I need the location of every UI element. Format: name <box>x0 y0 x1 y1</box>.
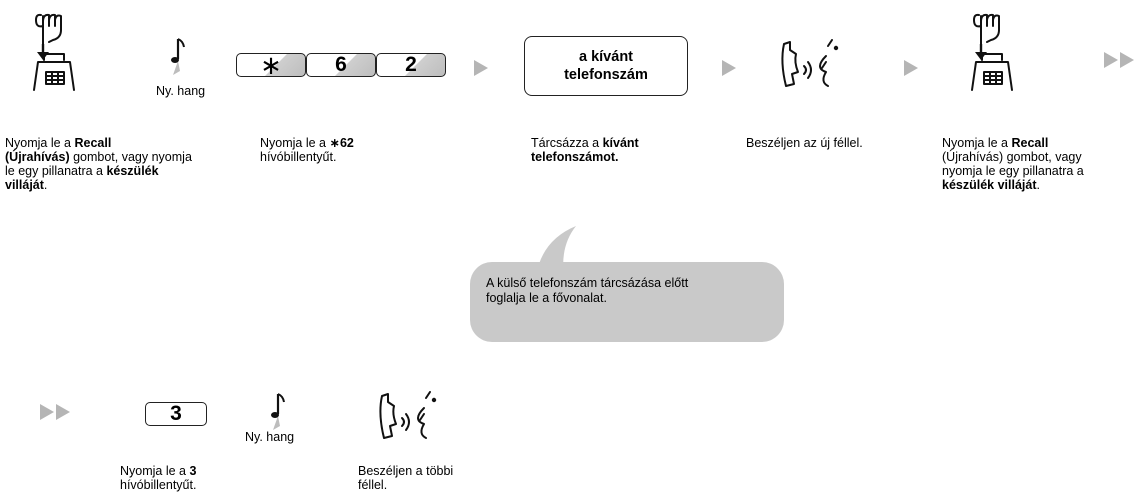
recall-caption-post: . <box>43 178 48 192</box>
key-3: 3 <box>145 402 207 426</box>
key-star-label: ∗ <box>260 49 282 80</box>
dial-box-line1: a kívánt <box>579 49 633 65</box>
recall-caption-mid: gombot, vagy nyomja le egy pillanatra a <box>5 150 192 178</box>
tone-label: Ny. hang <box>156 84 206 98</box>
recall2-caption-b3: készülék villáját <box>942 178 1037 192</box>
continue-arrow-icon <box>1120 52 1134 68</box>
talk2-caption: Beszéljen a többi féllel. <box>358 464 508 492</box>
dial-caption: Tárcsázza a kívánt telefonszámot. <box>531 136 701 164</box>
hand-press-hookswitch-icon <box>958 10 1018 94</box>
keys62-caption-post: hívóbillentyűt. <box>260 150 337 164</box>
key3-caption-post: hívóbillentyűt. <box>120 478 197 492</box>
key-star: ∗ <box>236 50 306 80</box>
dial-caption-b1: kívánt <box>602 136 639 150</box>
recall2-caption: Nyomja le a Recall (Újrahívás) gombot, v… <box>942 136 1142 192</box>
note-line1: A külső telefonszám tárcsázása előtt <box>486 276 689 290</box>
key-3-label: 3 <box>170 402 182 425</box>
handset-speaking-icon <box>774 38 854 94</box>
continue-arrow-icon <box>1104 52 1118 68</box>
recall-caption-pre: Nyomja le a <box>5 136 75 150</box>
talk2-caption-line1: Beszéljen a többi <box>358 464 454 478</box>
recall2-caption-post: . <box>1036 178 1040 192</box>
recall2-caption-b1: Recall <box>1011 136 1049 150</box>
hand-press-hookswitch-icon <box>20 10 80 94</box>
key-6-label: 6 <box>335 53 347 76</box>
key-6: 6 <box>306 53 376 77</box>
recall2-caption-mid1: (Újrahívás) gombot, vagy <box>942 150 1082 164</box>
tone-label: Ny. hang <box>245 430 295 444</box>
note-bubble: A külső telefonszám tárcsázása előtt fog… <box>470 262 784 342</box>
handset-speaking-icon <box>372 390 452 446</box>
talk2-caption-line2: féllel. <box>358 478 388 492</box>
note-line2: foglalja le a fővonalat. <box>486 291 607 305</box>
recall-caption-b1: Recall <box>74 136 112 150</box>
key3-caption-pre: Nyomja le a <box>120 464 190 478</box>
talk1-caption: Beszéljen az új féllel. <box>746 136 863 150</box>
continue-arrow-icon <box>56 404 70 420</box>
dial-number-box: a kívánt telefonszám <box>524 36 688 96</box>
arrow-right-icon <box>722 60 736 76</box>
keys62-caption-pre: Nyomja le a <box>260 136 330 150</box>
dial-caption-pre: Tárcsázza a <box>531 136 603 150</box>
key3-caption-b: 3 <box>189 464 197 478</box>
dial-caption-b2: telefonszámot. <box>531 150 619 164</box>
recall-caption-b2: (Újrahívás) <box>5 150 70 164</box>
recall2-caption-pre: Nyomja le a <box>942 136 1012 150</box>
key-2-label: 2 <box>405 53 417 76</box>
dial-box-line2: telefonszám <box>564 67 648 83</box>
key-2: 2 <box>376 53 446 77</box>
recall-caption-b3: készülék villáját <box>5 164 159 192</box>
recall2-caption-mid2: nyomja le egy pillanatra a <box>942 164 1084 178</box>
key3-caption: Nyomja le a 3 hívóbillentyűt. <box>120 464 260 492</box>
music-note-icon <box>168 35 188 77</box>
music-note-icon <box>268 390 288 432</box>
continue-arrow-icon <box>40 404 54 420</box>
keys62-caption-b: ∗62 <box>329 136 354 150</box>
keys62-caption: Nyomja le a ∗62 hívóbillentyűt. <box>260 136 420 164</box>
arrow-right-icon <box>904 60 918 76</box>
arrow-right-icon <box>474 60 488 76</box>
recall-caption: Nyomja le a Recall (Újrahívás) gombot, v… <box>5 136 195 192</box>
